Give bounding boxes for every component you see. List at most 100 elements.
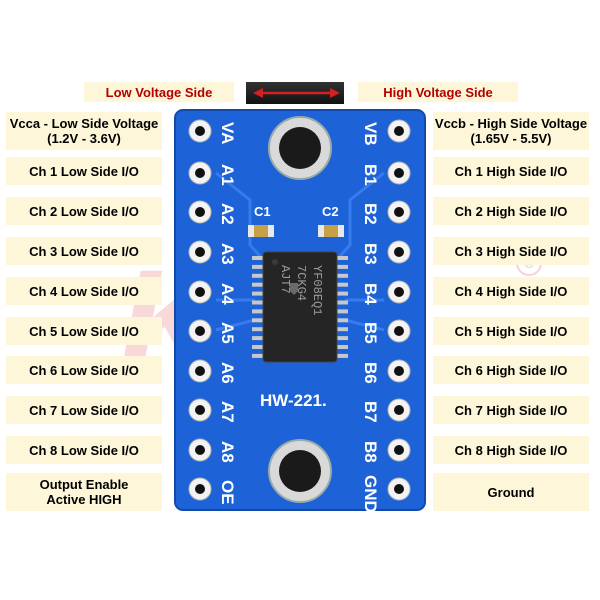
right-pad-hole-8: [394, 445, 404, 455]
direction-arrow-icon: [246, 82, 344, 104]
low-side-label-2: Ch 2 Low Side I/O: [6, 197, 162, 225]
right-pad-hole-2: [394, 207, 404, 217]
high-side-label-9: Ground: [433, 473, 589, 511]
high-side-label-0: Vccb - High Side Voltage(1.65V - 5.5V): [433, 112, 589, 150]
left-pin-label-a1: A1: [218, 164, 237, 186]
cap-c1-label: C1: [254, 204, 271, 219]
chip-lead-right-4: [337, 291, 348, 296]
left-pin-label-a7: A7: [218, 401, 237, 423]
chip-body: [262, 251, 338, 363]
left-pad-hole-4: [195, 287, 205, 297]
right-pin-label-b8: B8: [361, 441, 380, 463]
right-pad-hole-5: [394, 326, 404, 336]
left-pad-hole-5: [195, 326, 205, 336]
high-side-label-2: Ch 2 High Side I/O: [433, 197, 589, 225]
right-pad-hole-0: [394, 126, 404, 136]
mounting-hole-bottom-icon: [268, 439, 332, 503]
chip-leads: [252, 256, 348, 358]
high-side-label-7: Ch 7 High Side I/O: [433, 396, 589, 424]
left-pin-label-a6: A6: [218, 362, 237, 384]
left-pin-label-a4: A4: [218, 283, 237, 305]
chip-lead-left-2: [252, 273, 263, 278]
chip-lead-right-9: [337, 336, 348, 341]
chip-lead-right-1: [337, 264, 348, 269]
capacitor-c2-icon: [318, 225, 344, 237]
chip-lead-left-0: [252, 256, 263, 260]
chip-lead-right-7: [337, 318, 348, 323]
mounting-hole-top-icon: [268, 116, 332, 180]
left-pin-label-a3: A3: [218, 243, 237, 265]
left-pin-label-a2: A2: [218, 203, 237, 225]
left-pin-label-va: VA: [218, 122, 237, 144]
left-pad-hole-7: [195, 405, 205, 415]
right-pin-label-b1: B1: [361, 164, 380, 186]
right-pad-hole-6: [394, 366, 404, 376]
low-side-label-3: Ch 3 Low Side I/O: [6, 237, 162, 265]
high-side-label-1: Ch 1 High Side I/O: [433, 157, 589, 185]
high-voltage-side-label: High Voltage Side: [358, 82, 518, 102]
right-pin-label-gnd: GND: [361, 475, 380, 513]
right-pad-hole-7: [394, 405, 404, 415]
left-pad-hole-1: [195, 168, 205, 178]
right-pin-label-b4: B4: [361, 283, 380, 305]
high-side-label-3: Ch 3 High Side I/O: [433, 237, 589, 265]
left-pad-hole-0: [195, 126, 205, 136]
chip-marking-line1: YF08EQ1: [310, 265, 324, 315]
board-model-label: HW-221.: [260, 391, 327, 410]
chip-lead-left-7: [252, 318, 263, 323]
chip-lead-left-6: [252, 309, 263, 314]
chip-lead-right-6: [337, 309, 348, 314]
chip-lead-right-10: [337, 345, 348, 349]
capacitor-c1-icon: [248, 225, 274, 237]
low-side-label-6: Ch 6 Low Side I/O: [6, 356, 162, 384]
chip-marking-line2: 7CKG4: [294, 265, 308, 301]
high-side-label-6: Ch 6 High Side I/O: [433, 356, 589, 384]
chip-lead-left-3: [252, 282, 263, 287]
low-side-label-5: Ch 5 Low Side I/O: [6, 317, 162, 345]
right-pad-hole-9: [394, 484, 404, 494]
chip-lead-left-5: [252, 300, 263, 305]
right-pad-hole-4: [394, 287, 404, 297]
right-pin-label-b2: B2: [361, 203, 380, 225]
cap-c2-label: C2: [322, 204, 339, 219]
left-pin-label-a8: A8: [218, 441, 237, 463]
chip-lead-right-3: [337, 282, 348, 287]
low-side-label-8: Ch 8 Low Side I/O: [6, 436, 162, 464]
low-side-label-0: Vcca - Low Side Voltage(1.2V - 3.6V): [6, 112, 162, 150]
chip-lead-right-8: [337, 327, 348, 332]
chip-lead-right-11: [337, 353, 348, 358]
low-voltage-side-label: Low Voltage Side: [84, 82, 234, 102]
ti-logo-icon: [290, 283, 298, 295]
low-side-label-4: Ch 4 Low Side I/O: [6, 277, 162, 305]
left-pad-hole-6: [195, 366, 205, 376]
left-pad-hole-3: [195, 247, 205, 257]
chip-lead-left-9: [252, 336, 263, 341]
high-side-label-5: Ch 5 High Side I/O: [433, 317, 589, 345]
high-side-label-4: Ch 4 High Side I/O: [433, 277, 589, 305]
left-pad-hole-8: [195, 445, 205, 455]
left-pin-label-a5: A5: [218, 322, 237, 344]
right-pad-hole-3: [394, 247, 404, 257]
chip-lead-right-5: [337, 300, 348, 305]
chip-lead-left-1: [252, 264, 263, 269]
chip-marking-line3: AJT7: [278, 265, 292, 294]
left-pin-label-oe: OE: [218, 480, 237, 505]
left-pad-hole-2: [195, 207, 205, 217]
right-pin-label-vb: VB: [361, 122, 380, 146]
chip-lead-left-10: [252, 345, 263, 349]
right-pin-label-b6: B6: [361, 362, 380, 384]
right-pin-label-b3: B3: [361, 243, 380, 265]
chip-lead-right-0: [337, 256, 348, 260]
chip-lead-left-4: [252, 291, 263, 296]
chip-lead-left-8: [252, 327, 263, 332]
left-pad-hole-9: [195, 484, 205, 494]
right-pad-hole-1: [394, 168, 404, 178]
chip-lead-right-2: [337, 273, 348, 278]
right-pin-label-b7: B7: [361, 401, 380, 423]
high-side-label-8: Ch 8 High Side I/O: [433, 436, 589, 464]
low-side-label-1: Ch 1 Low Side I/O: [6, 157, 162, 185]
chip-lead-left-11: [252, 353, 263, 358]
low-side-label-7: Ch 7 Low Side I/O: [6, 396, 162, 424]
